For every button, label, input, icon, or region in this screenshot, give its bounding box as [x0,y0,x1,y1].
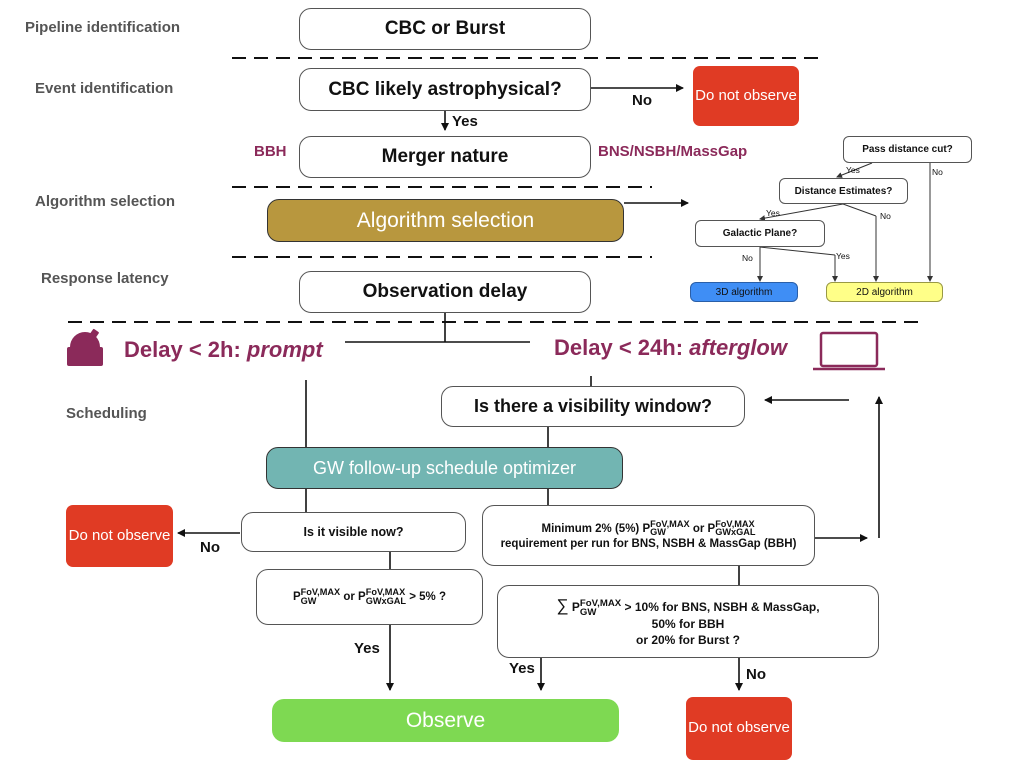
minimum-requirement-line2: requirement per run for BNS, NSBH & Mass… [500,538,797,551]
algorithm-2d-node: 2D algorithm [826,282,943,302]
or-word: or [343,591,355,604]
sum-line1-tail: > 10% for BNS, NSBH & MassGap, [624,599,820,614]
mini-no-3: No [742,253,753,263]
do-not-observe-label: Do not observe [695,86,797,104]
no-label-left: No [200,539,220,556]
algorithm-3d-node: 3D algorithm [690,282,798,302]
section-title-latency: Response latency [41,270,169,287]
likely-astrophysical-node: CBC likely astrophysical? [299,68,591,111]
sup-fov-max: FoV,MAX [300,587,341,598]
schedule-optimizer-node: GW follow-up schedule optimizer [266,447,623,489]
yes-label-sum: Yes [509,660,535,677]
mini-no-2: No [880,211,891,221]
prompt-prefix: Delay < 2h: [124,337,247,362]
no-label-sum: No [746,666,766,683]
prompt-delay-label: Delay < 2h: prompt [124,337,323,363]
laptop-icon [813,331,885,371]
visibility-window-node: Is there a visibility window? [441,386,745,427]
cumulative-line3: or 20% for Burst ? [635,632,740,647]
p-symbol: P [642,522,651,535]
telescope-icon [67,328,103,366]
section-title-pipeline: Pipeline identification [25,19,181,36]
do-not-observe-bottom: Do not observe [686,697,792,760]
afterglow-delay-label: Delay < 24h: afterglow [554,335,787,361]
prompt-word: prompt [246,337,323,362]
bbh-label: BBH [254,143,287,160]
yes-label-observe: Yes [354,640,380,657]
section-title-scheduling: Scheduling [66,405,147,422]
do-not-observe-top: Do not observe [693,66,799,126]
sub-gw: GW [300,596,317,606]
mini-yes-3: Yes [836,251,850,261]
min-prefix: Minimum 2% (5%) [541,522,640,535]
observation-delay-node: Observation delay [299,271,591,313]
p-symbol: P [358,591,366,604]
sup-fov-max: FoV,MAX [715,518,755,529]
distance-estimates-node: Distance Estimates? [779,178,908,204]
do-not-observe-label: Do not observe [688,719,790,737]
afterglow-prefix: Delay < 24h: [554,335,690,360]
sub-gw: GW [650,527,666,538]
yes-label-top: Yes [452,113,478,130]
pass-distance-cut-node: Pass distance cut? [843,136,972,163]
mini-yes-1: Yes [846,165,860,175]
section-title-algorithm: Algorithm selection [35,193,176,210]
p-symbol: P [707,522,716,535]
algorithm-selection-node: Algorithm selection [267,199,624,242]
cbc-or-burst-node: CBC or Burst [299,8,591,50]
observe-node: Observe [272,699,619,742]
sup-fov-max: FoV,MAX [365,587,406,598]
p-symbol: P [292,591,301,604]
cumulative-line2: 50% for BBH [651,616,725,631]
merger-nature-node: Merger nature [299,136,591,178]
visible-now-node: Is it visible now? [241,512,466,552]
p-symbol: P [571,599,580,614]
sum-symbol: ∑ [556,595,569,615]
do-not-observe-label: Do not observe [68,526,171,544]
do-not-observe-left: Do not observe [66,505,173,567]
sup-fov-max: FoV,MAX [650,518,690,529]
threshold-5: > 5% ? [409,591,447,604]
sub-gwxgal: GWxGAL [715,527,756,538]
sub-gwxgal: GWxGAL [365,596,407,606]
mini-no-1: No [932,167,943,177]
or-word: or [692,522,705,535]
galactic-plane-node: Galactic Plane? [695,220,825,247]
sup-fov-max: FoV,MAX [579,597,622,609]
mini-yes-2: Yes [766,208,780,218]
afterglow-word: afterglow [689,335,787,360]
sub-gw: GW [579,606,597,618]
section-separators [68,57,922,323]
no-label-top: No [632,92,652,109]
bns-nsbh-massgap-label: BNS/NSBH/MassGap [598,143,748,160]
section-title-event: Event identification [35,80,174,97]
